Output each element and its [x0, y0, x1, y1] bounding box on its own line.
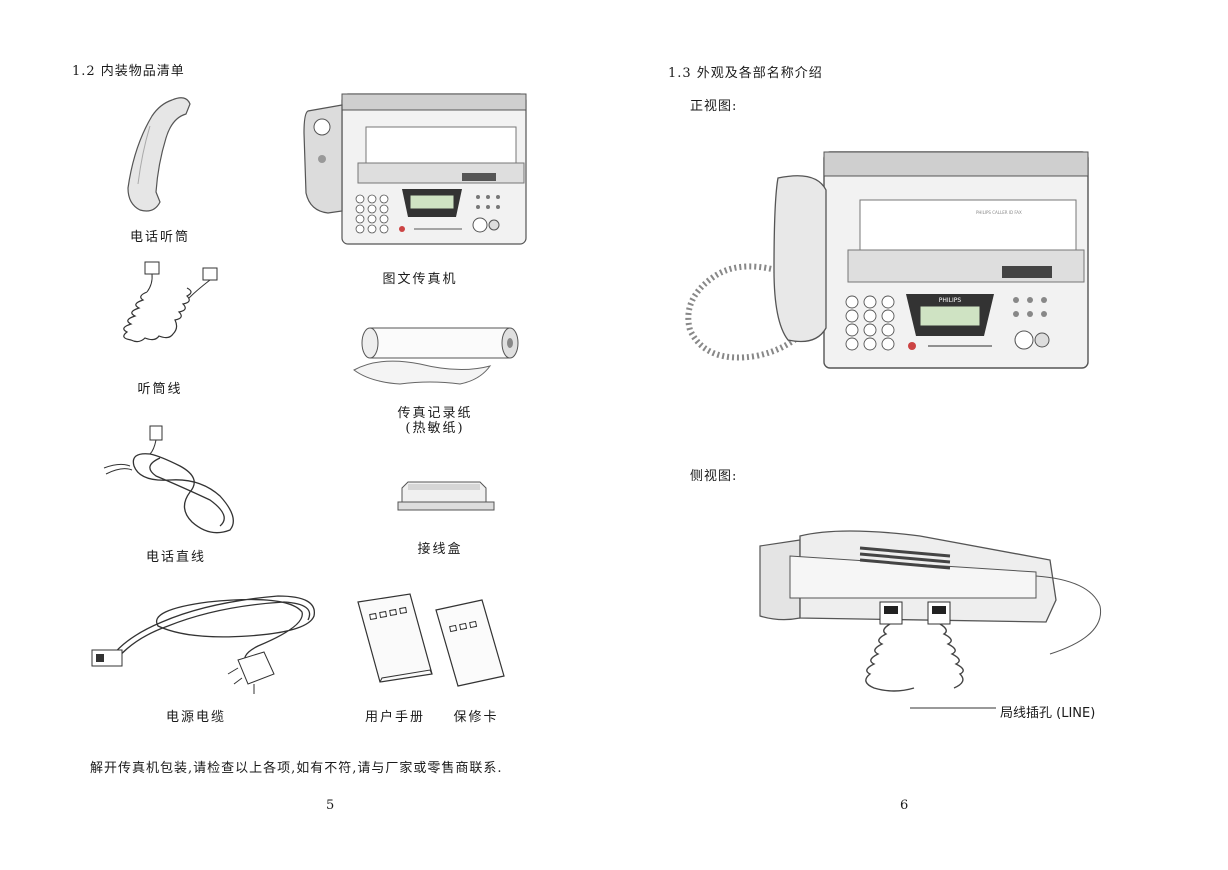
side-view-label: 侧视图:: [690, 469, 738, 484]
telephone-line-cord-illustration: [103, 425, 234, 534]
item-label-handset-cord: 听筒线: [137, 382, 183, 397]
front-view-label: 正视图:: [690, 99, 738, 114]
item-label-fax-machine: 图文传真机: [382, 272, 458, 287]
item-label-junction-box: 接线盒: [417, 542, 463, 557]
handset-cord-illustration: [123, 261, 218, 343]
fax-front-view-illustration: PHILIPS CALLER ID FAX PHILIPS: [685, 151, 1089, 369]
junction-box-illustration: [397, 481, 495, 511]
power-cable-illustration: [91, 595, 315, 694]
item-label-power-cable: 电源电缆: [165, 710, 226, 725]
page-number-left: 5: [326, 798, 335, 813]
item-label-paper-roll: 传真记录纸: [397, 406, 473, 421]
section-heading-appearance: 1.3 外观及各部名称介绍: [668, 66, 823, 81]
line-jack-callout: 局线插孔 (LINE): [1000, 706, 1096, 721]
svg-text:PHILIPS CALLER ID FAX: PHILIPS CALLER ID FAX: [976, 210, 1022, 215]
section-heading-contents: 1.2 内装物品清单: [72, 64, 185, 79]
item-label-user-manual: 用户手册: [364, 710, 425, 725]
page-number-right: 6: [900, 798, 909, 813]
paper-roll-illustration: [353, 327, 519, 385]
unpacking-note: 解开传真机包装,请检查以上各项,如有不符,请与厂家或零售商联系.: [90, 761, 503, 776]
item-label-telephone-line-cord: 电话直线: [145, 550, 206, 565]
item-label-handset: 电话听筒: [129, 230, 190, 245]
fax-machine-illustration: [303, 93, 527, 245]
user-manual-illustration: [357, 593, 433, 683]
warranty-card-illustration: [435, 599, 505, 687]
item-label-paper-roll-note: (热敏纸): [405, 421, 465, 436]
fax-side-view-illustration: [759, 530, 1102, 709]
handset-illustration: [127, 97, 191, 212]
item-label-warranty-card: 保修卡: [453, 710, 499, 725]
fax-brand-text: PHILIPS: [939, 297, 962, 304]
